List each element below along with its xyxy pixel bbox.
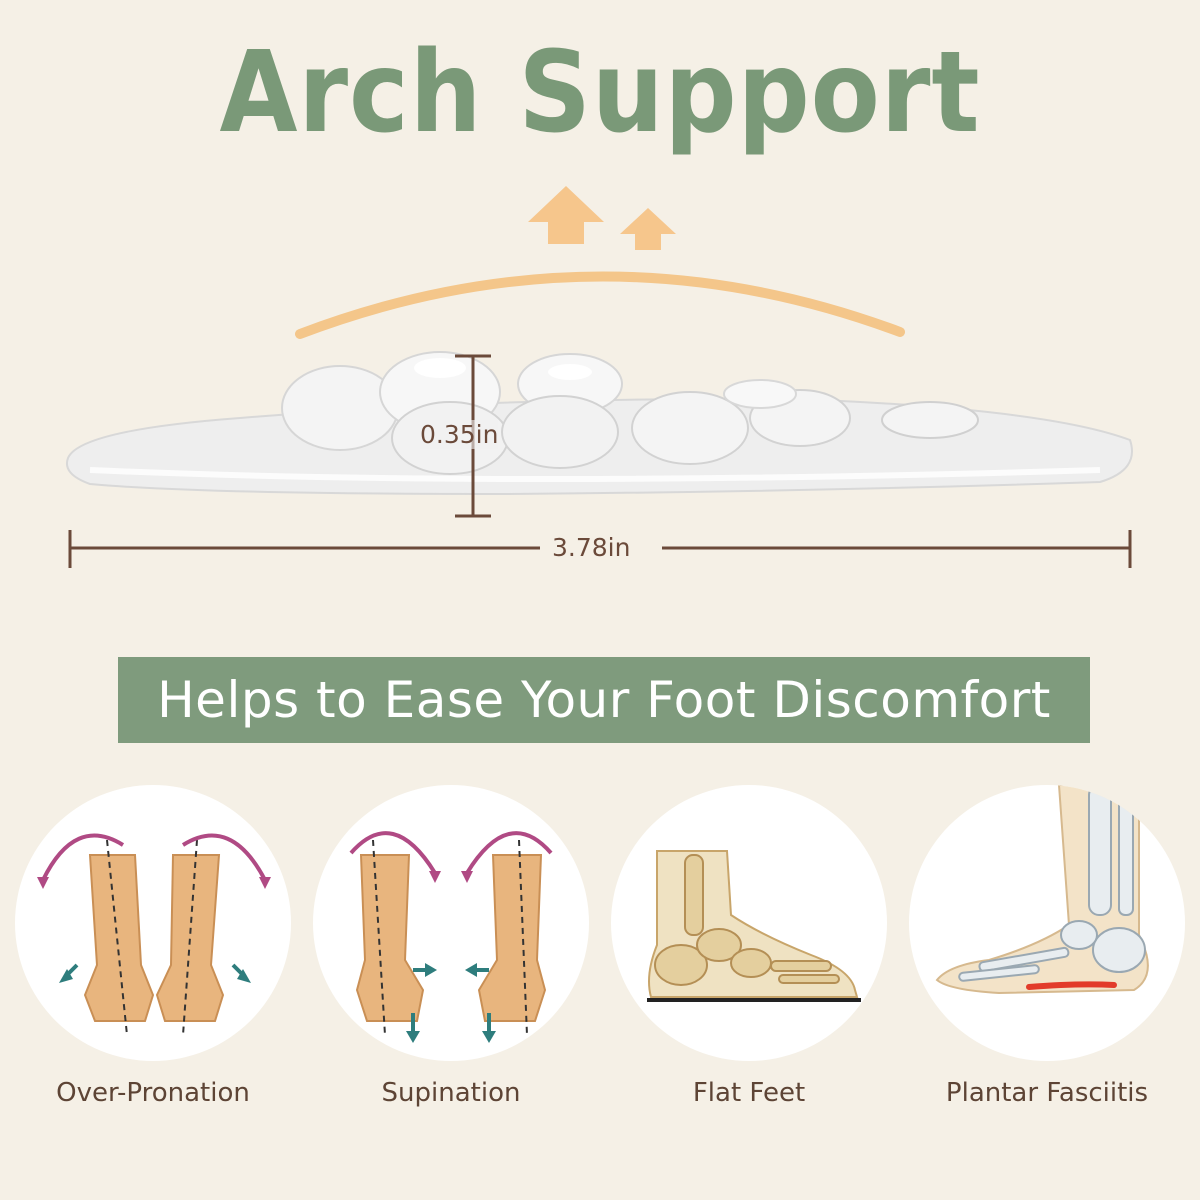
condition-label-over-pronation: Over-Pronation — [56, 1078, 250, 1108]
flat-feet-illustration — [611, 785, 887, 1061]
lift-arrow-small-icon — [620, 208, 676, 250]
gel-insole — [66, 351, 1133, 496]
supination-illustration — [313, 785, 589, 1061]
condition-label-plantar-fasciitis: Plantar Fasciitis — [945, 1078, 1149, 1108]
headline-title: Arch Support — [219, 28, 981, 158]
width-label: 3.78in — [552, 533, 631, 562]
height-label: 0.35in — [420, 420, 499, 449]
insole-illustration — [66, 186, 1133, 568]
over-pronation-illustration — [15, 785, 291, 1061]
width-dimension-line — [68, 530, 1132, 568]
arch-curve — [295, 271, 905, 339]
condition-label-flat-feet: Flat Feet — [692, 1078, 806, 1108]
lift-arrow-icon — [528, 186, 604, 244]
condition-label-supination: Supination — [381, 1078, 521, 1108]
benefit-banner: Helps to Ease Your Foot Discomfort — [118, 657, 1090, 743]
plantar-fasciitis-illustration — [909, 785, 1185, 1061]
